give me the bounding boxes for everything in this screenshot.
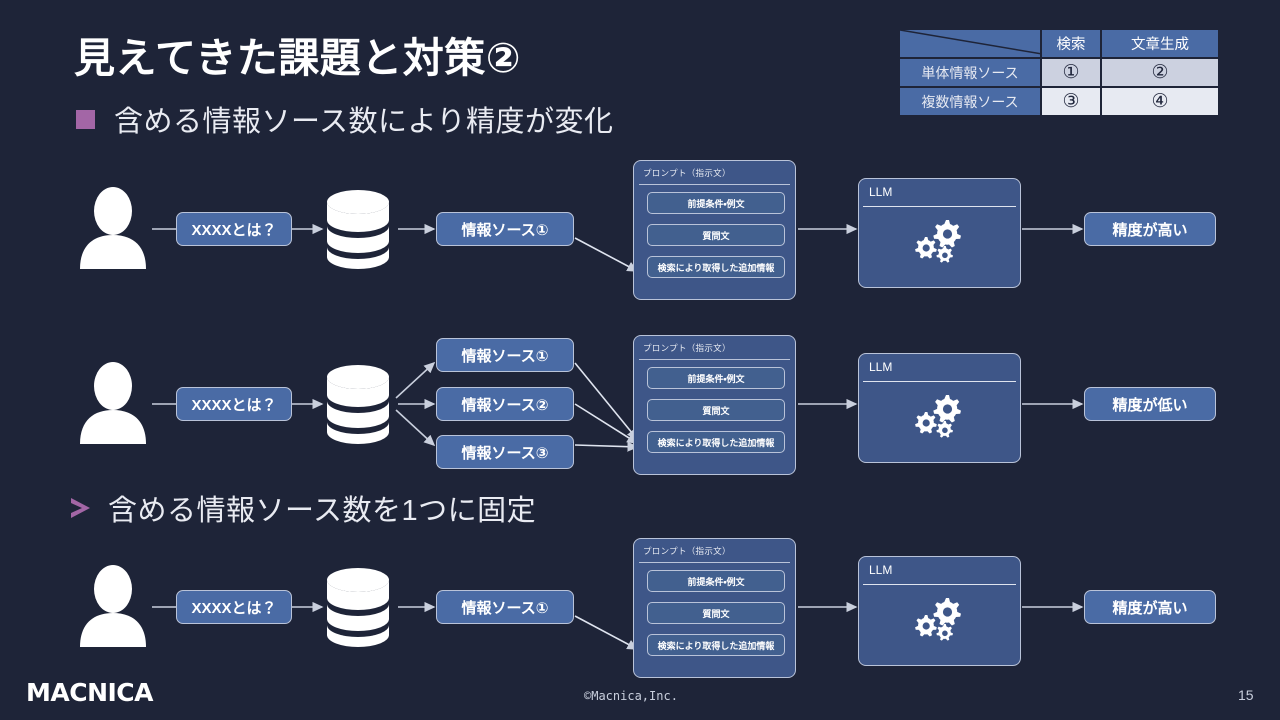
gears-icon	[914, 395, 961, 438]
person-icon	[80, 187, 146, 269]
table-cell-2-2: ④	[1102, 88, 1218, 115]
prompt-item-retrieved-info[interactable]: 検索により取得した追加情報	[647, 256, 785, 278]
source-box[interactable]: 情報ソース①	[436, 590, 574, 624]
query-box[interactable]: XXXXとは？	[176, 590, 292, 624]
prompt-item-question[interactable]: 質問文	[647, 224, 785, 246]
llm-divider	[863, 584, 1016, 585]
source-box[interactable]: 情報ソース①	[436, 212, 574, 246]
table-row: 単体情報ソース ① ②	[900, 59, 1218, 86]
llm-title: LLM	[869, 185, 893, 199]
macnica-logo: MACNICA	[26, 678, 154, 707]
prompt-divider	[639, 184, 790, 185]
table-row-header-1: 単体情報ソース	[900, 59, 1040, 86]
flow-single-source: XXXXとは？ 情報ソース① プロンプト（指示文） 前提条件・例文 質問文 検索…	[0, 160, 1280, 300]
prompt-divider	[639, 562, 790, 563]
prompt-box: プロンプト（指示文） 前提条件・例文 質問文 検索により取得した追加情報	[633, 335, 796, 475]
flow-fixed-single-source: XXXXとは？ 情報ソース① プロンプト（指示文） 前提条件・例文 質問文 検索…	[0, 538, 1280, 678]
copyright-text: ©Macnica,Inc.	[584, 689, 678, 703]
prompt-item-question[interactable]: 質問文	[647, 399, 785, 421]
llm-divider	[863, 381, 1016, 382]
table-cell-1-2: ②	[1102, 59, 1218, 86]
gears-icon	[914, 220, 961, 263]
person-icon	[80, 362, 146, 444]
table-row: 複数情報ソース ③ ④	[900, 88, 1218, 115]
query-box[interactable]: XXXXとは？	[176, 212, 292, 246]
result-box[interactable]: 精度が低い	[1084, 387, 1216, 421]
prompt-item-precondition[interactable]: 前提条件・例文	[647, 367, 785, 389]
database-icon	[327, 365, 389, 444]
row-3-connectors	[152, 601, 1084, 650]
llm-box: LLM	[858, 556, 1021, 666]
bullet-item-1: 含める情報ソース数により精度が変化	[76, 98, 613, 140]
bullet-item-2: 含める情報ソース数を1つに固定	[70, 487, 536, 529]
bullet-1-label: 含める情報ソース数により精度が変化	[114, 106, 614, 138]
prompt-box: プロンプト（指示文） 前提条件・例文 質問文 検索により取得した追加情報	[633, 538, 796, 678]
prompt-item-question[interactable]: 質問文	[647, 602, 785, 624]
table-cell-2-1: ③	[1042, 88, 1100, 115]
prompt-box: プロンプト（指示文） 前提条件・例文 質問文 検索により取得した追加情報	[633, 160, 796, 300]
table-corner-cell	[900, 30, 1040, 57]
prompt-item-retrieved-info[interactable]: 検索により取得した追加情報	[647, 431, 785, 453]
prompt-divider	[639, 359, 790, 360]
table-header-row: 検索 文章生成	[900, 30, 1218, 57]
prompt-item-retrieved-info[interactable]: 検索により取得した追加情報	[647, 634, 785, 656]
person-icon	[80, 565, 146, 647]
page-number: 15	[1238, 687, 1254, 703]
llm-title: LLM	[869, 563, 893, 577]
prompt-title: プロンプト（指示文）	[643, 343, 731, 353]
query-box[interactable]: XXXXとは？	[176, 387, 292, 421]
prompt-title: プロンプト（指示文）	[643, 168, 731, 178]
diagonal-divider-icon	[900, 30, 1040, 55]
database-icon	[327, 568, 389, 647]
result-box[interactable]: 精度が高い	[1084, 212, 1216, 246]
llm-divider	[863, 206, 1016, 207]
comparison-matrix-table: 検索 文章生成 単体情報ソース ① ② 複数情報ソース ③ ④	[898, 28, 1220, 117]
row-1-connectors	[152, 223, 1084, 272]
source-box[interactable]: 情報ソース①	[436, 338, 574, 372]
table-cell-1-1: ①	[1042, 59, 1100, 86]
source-box[interactable]: 情報ソース②	[436, 387, 574, 421]
prompt-item-precondition[interactable]: 前提条件・例文	[647, 192, 785, 214]
llm-title: LLM	[869, 360, 893, 374]
table-col-header-2: 文章生成	[1102, 30, 1218, 57]
gears-icon	[914, 598, 961, 641]
table-row-header-2: 複数情報ソース	[900, 88, 1040, 115]
square-bullet-icon	[76, 109, 95, 129]
database-icon	[327, 190, 389, 269]
table-col-header-1: 検索	[1042, 30, 1100, 57]
source-box[interactable]: 情報ソース③	[436, 435, 574, 469]
llm-box: LLM	[858, 353, 1021, 463]
flow-multi-source: XXXXとは？ 情報ソース① 情報ソース② 情報ソース③ プロンプト（指示文） …	[0, 335, 1280, 475]
arrow-bullet-icon	[70, 497, 92, 519]
page-title: 見えてきた課題と対策②	[74, 35, 521, 81]
prompt-title: プロンプト（指示文）	[643, 546, 731, 556]
result-box[interactable]: 精度が高い	[1084, 590, 1216, 624]
bullet-2-label: 含める情報ソース数を1つに固定	[108, 495, 537, 527]
prompt-item-precondition[interactable]: 前提条件・例文	[647, 570, 785, 592]
row-2-connectors	[152, 361, 1084, 452]
llm-box: LLM	[858, 178, 1021, 288]
